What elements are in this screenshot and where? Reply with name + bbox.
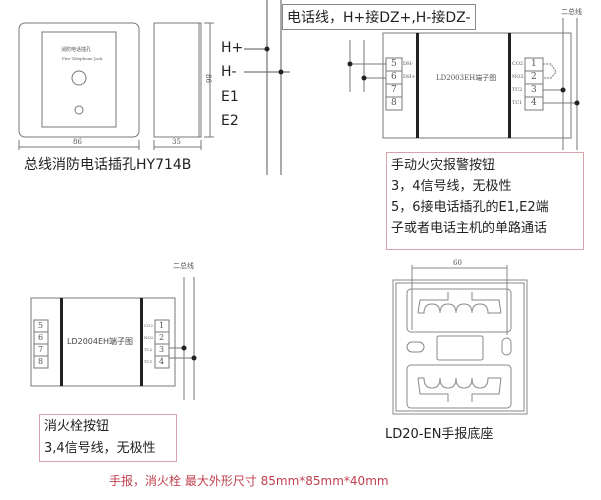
terminal-e2: E2 <box>221 113 239 129</box>
ld2004eh-left-num-5: 5 <box>38 321 44 330</box>
terminal-h-minus: H- <box>221 64 237 80</box>
manual-alarm-note-line: 5，6接电话插孔的E1,E2端 <box>391 200 549 215</box>
ld2003eh-bus-label: 二总线 <box>561 8 582 16</box>
ld2004eh-left-num-8: 8 <box>38 357 44 366</box>
telephone-jack-front <box>18 22 140 150</box>
ld2004eh-bus-label: 二总线 <box>173 262 194 270</box>
ld2004eh-right-num-4: 4 <box>159 357 165 366</box>
telephone-jack-caption: 总线消防电话插孔HY714B <box>24 157 192 173</box>
ld2003eh-left-num-7: 7 <box>391 85 397 95</box>
faceplate-title: 消防电话插孔 <box>61 47 92 53</box>
ld2004eh-right-label-no2: NO2 <box>144 335 154 340</box>
ld2003eh-right-label-tc2: TC2 <box>512 87 523 93</box>
ld2004eh-module <box>30 277 195 400</box>
ld2003eh-right-num-2: 2 <box>531 72 537 82</box>
ld2004eh-right-label-co2: CO2 <box>144 323 153 328</box>
hydrant-note-line: 消火栓按钮 <box>44 419 110 434</box>
ld2003eh-left-num-8: 8 <box>391 98 397 108</box>
ld2003eh-left-label-dh-plus: DH+ <box>403 74 416 80</box>
base-caption: LD20-EN手报底座 <box>385 427 494 442</box>
ld2003eh-left-num-5: 5 <box>391 59 397 69</box>
ld2003eh-right-label-no2: NO2 <box>512 74 524 80</box>
ld2004eh-right-num-2: 2 <box>159 333 165 342</box>
manual-alarm-note-line: 手动火灾报警按钮 <box>391 158 496 173</box>
ld20-en-base <box>392 265 528 415</box>
faceplate-subtitle: Fire Telephone Jack <box>62 56 103 61</box>
ld2003eh-right-num-1: 1 <box>531 59 537 69</box>
base-dim-60: 60 <box>453 259 462 267</box>
manual-alarm-note-line: 子或者电话主机的单路通话 <box>391 221 548 236</box>
ld2004eh-left-num-7: 7 <box>38 345 44 354</box>
hydrant-note-line: 3,4信号线，无极性 <box>44 441 156 456</box>
terminal-h-plus: H+ <box>221 40 244 56</box>
ld2004eh-right-num-1: 1 <box>159 321 165 330</box>
manual-alarm-note: 手动火灾报警按钮 3，4信号线，无极性 5，6接电话插孔的E1,E2端 子或者电… <box>386 152 584 250</box>
ld2003eh-title: LD2003EH端子图 <box>436 74 497 82</box>
jack-width-dim: 86 <box>73 138 82 146</box>
jack-depth-dim: 35 <box>172 138 181 146</box>
phone-line-note: 电话线，H+接DZ+,H-接DZ- <box>282 4 476 30</box>
footer-dimensions: 手报，消火栓 最大外形尺寸 85mm*85mm*40mm <box>109 474 389 488</box>
ld2003eh-left-label-dh-minus: DH- <box>403 61 414 67</box>
manual-alarm-note-line: 3，4信号线，无极性 <box>391 179 512 194</box>
ld2003eh-right-num-3: 3 <box>531 85 537 95</box>
ld2003eh-right-label-co2: CO2 <box>512 61 524 67</box>
ld2004eh-right-label-tc2: TC2 <box>144 347 153 352</box>
ld2003eh-left-num-6: 6 <box>391 72 397 82</box>
terminal-e1: E1 <box>221 89 239 105</box>
hydrant-note: 消火栓按钮 3,4信号线，无极性 <box>39 414 177 462</box>
ld2003eh-right-num-4: 4 <box>531 98 537 108</box>
jack-height-dim: 86 <box>203 74 212 83</box>
ld2004eh-right-num-3: 3 <box>159 345 165 354</box>
telephone-jack-side <box>153 22 214 150</box>
ld2003eh-right-label-tc1: TC1 <box>512 100 523 106</box>
ld2004eh-right-label-tc1: TC1 <box>144 359 153 364</box>
ld2003eh-module <box>349 18 578 150</box>
ld2004eh-left-num-6: 6 <box>38 333 44 342</box>
ld2004eh-title: LD2004EH端子图 <box>67 337 134 346</box>
